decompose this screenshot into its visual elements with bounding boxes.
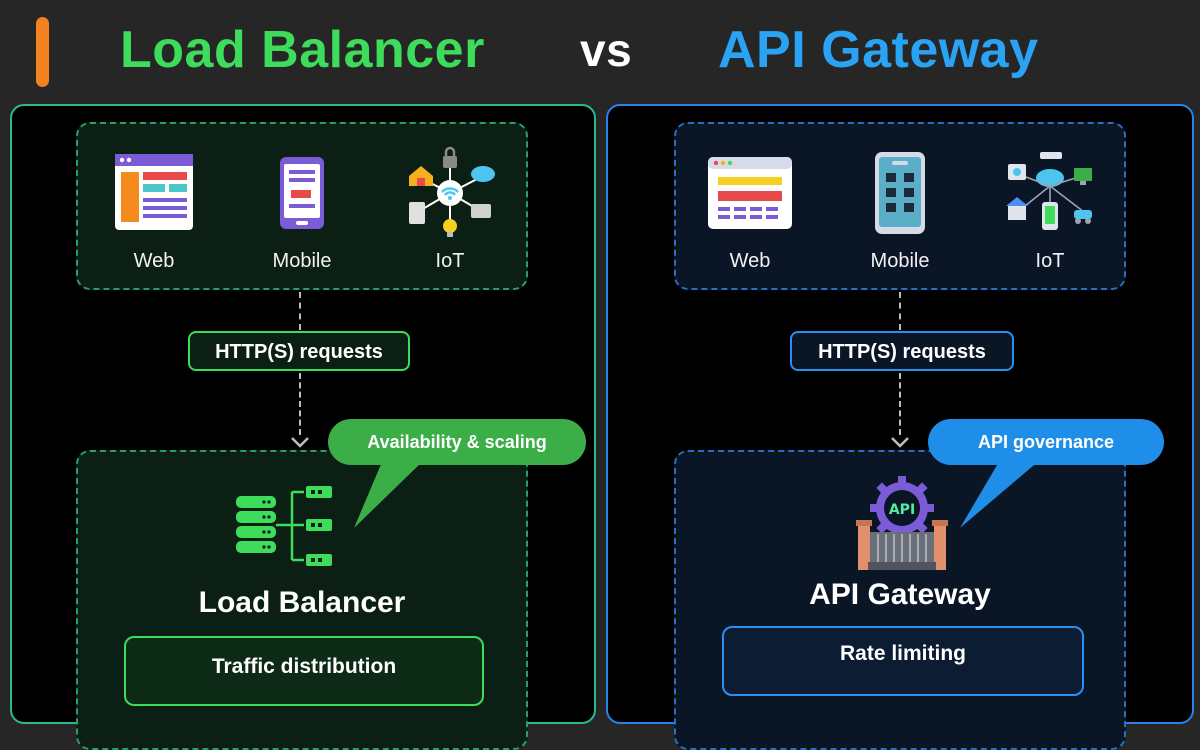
clients-group: Web Mobile: [76, 122, 528, 290]
vs-label: vs: [580, 24, 633, 76]
mobile-phone-icon: [840, 148, 960, 238]
client-label: Web: [729, 250, 771, 272]
mobile-phone-icon: [242, 148, 362, 238]
api-governance-callout: API governance: [928, 419, 1164, 465]
web-browser-icon: [690, 148, 810, 238]
api-gateway-title: API Gateway: [718, 21, 1039, 79]
http-requests-label: HTTP(S) requests: [188, 331, 410, 371]
iot-network-icon: [390, 146, 510, 238]
svg-text:API: API: [889, 502, 915, 518]
api-gateway-box: API API Gateway Rate limiting: [674, 450, 1126, 750]
connector-line: [899, 373, 901, 435]
accent-bar: [36, 17, 49, 87]
client-iot: IoT: [990, 148, 1110, 273]
connector-line: [899, 292, 901, 330]
api-gateway-panel: Web Mobile: [606, 104, 1194, 750]
callout-tail: [960, 460, 1040, 528]
client-web: Web: [690, 148, 810, 273]
client-mobile: Mobile: [242, 148, 362, 273]
arrow-down-icon: [291, 437, 309, 448]
client-label: IoT: [435, 250, 465, 272]
client-iot: IoT: [390, 146, 510, 273]
client-web: Web: [94, 148, 214, 273]
load-balancer-title: Load Balancer: [120, 21, 485, 79]
connector-line: [299, 373, 301, 435]
rate-limiting-box: Rate limiting: [722, 626, 1084, 696]
client-label: Mobile: [272, 250, 332, 272]
iot-devices-icon: [990, 148, 1110, 238]
load-balancer-box: Load Balancer Traffic distribution: [76, 450, 528, 750]
traffic-distribution-box: Traffic distribution: [124, 636, 484, 706]
callout-tail: [354, 462, 422, 528]
connector-line: [299, 292, 301, 330]
api-gateway-icon: API: [856, 476, 948, 577]
load-balancer-name: Load Balancer: [198, 586, 406, 619]
http-requests-label: HTTP(S) requests: [790, 331, 1014, 371]
client-label: Mobile: [870, 250, 930, 272]
web-browser-icon: [94, 148, 214, 238]
load-balancer-icon: [234, 482, 336, 577]
client-label: IoT: [1035, 250, 1065, 272]
load-balancer-panel: Web Mobile: [10, 104, 596, 750]
api-gateway-name: API Gateway: [809, 578, 991, 611]
clients-group: Web Mobile: [674, 122, 1126, 290]
availability-scaling-callout: Availability & scaling: [328, 419, 586, 465]
arrow-down-icon: [891, 437, 909, 448]
client-label: Web: [133, 250, 175, 272]
client-mobile: Mobile: [840, 148, 960, 273]
